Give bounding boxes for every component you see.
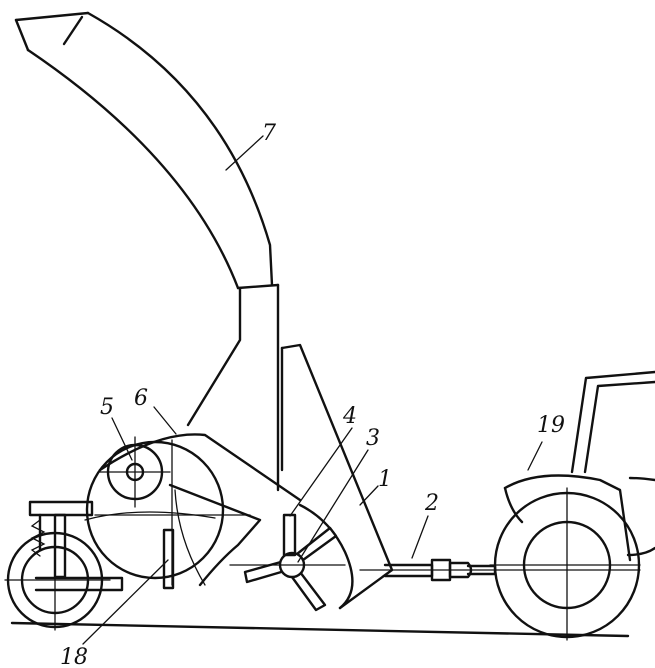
callout-2: 2 [424,491,439,516]
knife [162,528,175,590]
ground-line [10,621,630,638]
drawbar [359,558,641,582]
callout-4: 4 [342,404,357,429]
discharge-chute [14,11,280,492]
callout-5: 5 [100,395,114,420]
drive-pulley [99,436,171,508]
callout-3: 3 [366,426,380,451]
callout-19: 19 [537,413,565,438]
main-frame [280,343,394,610]
callout-18: 18 [60,645,88,668]
callout-7: 7 [262,121,276,146]
wheel-bracket [28,500,124,592]
cutter-housing [84,433,302,587]
callout-6: 6 [134,386,148,411]
callout-1: 1 [378,467,392,492]
guide-bar [282,513,297,557]
tractor [489,370,655,641]
leader-lines [82,135,543,645]
front-wheel [4,529,111,631]
auger-rotor [229,526,346,612]
